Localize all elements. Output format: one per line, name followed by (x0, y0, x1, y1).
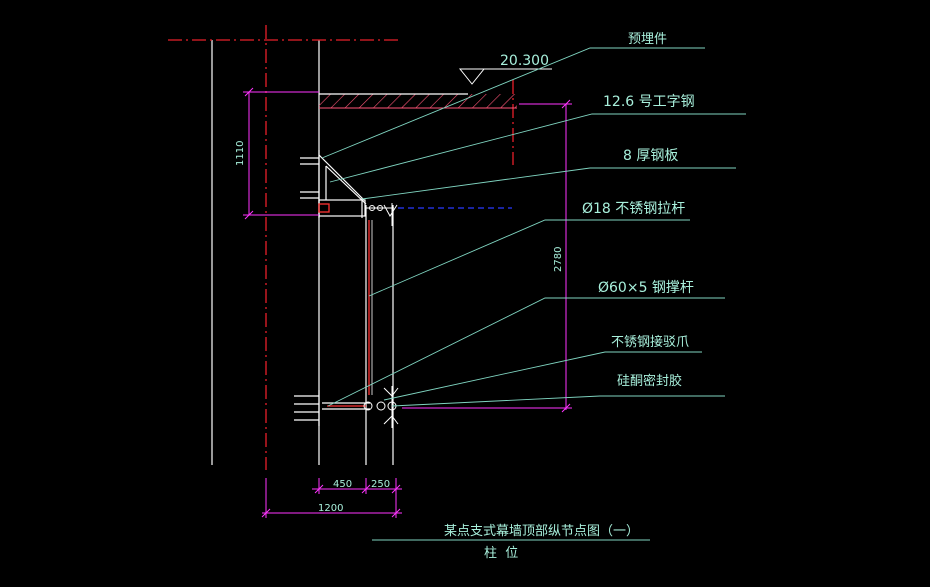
dim-tick-366 (361, 484, 371, 494)
elevation-text: 20.300 (500, 53, 549, 69)
upper-joint-bolt-1 (369, 205, 375, 211)
bracket-brace-upper (318, 154, 365, 201)
lower-joint-bolt-2 (376, 401, 386, 411)
leader-tie-rod (368, 219, 690, 297)
leader-i-beam (329, 113, 746, 183)
lower-claw-upper (383, 387, 399, 397)
upper-claw (383, 204, 398, 217)
lower-joint-bolt-1 (363, 401, 373, 411)
elevation-marker: 20.300 (458, 53, 552, 85)
label-embedded-part: 预埋件 (628, 32, 667, 47)
component-labels: 预埋件 12.6 号工字钢 8 厚钢板 Ø18 不锈钢拉杆 Ø60×5 钢撑杆 … (582, 32, 695, 389)
label-steel-plate: 8 厚钢板 (623, 148, 678, 164)
upper-bracket (300, 150, 367, 218)
leader-sealant (391, 395, 725, 407)
label-spider-claw: 不锈钢接驳爪 (611, 334, 689, 350)
dim-1110-text: 1110 (235, 141, 246, 166)
dim-450-text: 450 (333, 479, 352, 490)
dim-1110-tick-top (244, 87, 254, 97)
leader-steel-plate (361, 167, 736, 200)
dim-2780-text: 2780 (553, 247, 564, 272)
dim-tick-396b (391, 508, 401, 518)
i-beam-highlight (318, 203, 330, 213)
leader-lines (321, 47, 746, 407)
axis-lines (168, 25, 514, 470)
label-tie-rod: Ø18 不锈钢拉杆 (582, 201, 685, 217)
label-i-beam: 12.6 号工字钢 (603, 94, 695, 110)
floor-slab (319, 93, 517, 109)
dim-1110-tick-bottom (244, 210, 254, 220)
slab-hatch (319, 94, 517, 108)
drawing-subtitle: 柱 位 (484, 546, 518, 561)
dim-2780-tick-top (561, 99, 571, 109)
dim-2780-tick-bottom (561, 403, 571, 413)
leader-embedded-part (321, 47, 705, 159)
dim-250-text: 250 (371, 479, 390, 490)
dim-tick-319 (314, 484, 324, 494)
leader-spider-claw (383, 351, 702, 401)
upper-joint-bolt-2 (377, 205, 383, 211)
drawing-title-block: 某点支式幕墙顶部纵节点图（一） 柱 位 (372, 524, 650, 561)
dim-1200-text: 1200 (318, 503, 343, 514)
dim-tick-266 (261, 508, 271, 518)
leader-strut (327, 297, 725, 407)
elevation-triangle (458, 68, 486, 85)
upper-spider-joint (366, 203, 398, 226)
lower-claw-lower (383, 415, 399, 425)
drawing-title: 某点支式幕墙顶部纵节点图（一） (444, 524, 639, 539)
i-beam-section (318, 199, 366, 217)
label-strut: Ø60×5 钢撑杆 (598, 280, 694, 296)
bracket-brace-lower (325, 165, 367, 205)
lower-spider-joint (363, 386, 399, 428)
label-sealant: 硅酮密封胶 (617, 373, 682, 389)
dim-tick-396a (391, 484, 401, 494)
dimension-lines (243, 87, 572, 518)
lower-bracket (294, 390, 370, 426)
